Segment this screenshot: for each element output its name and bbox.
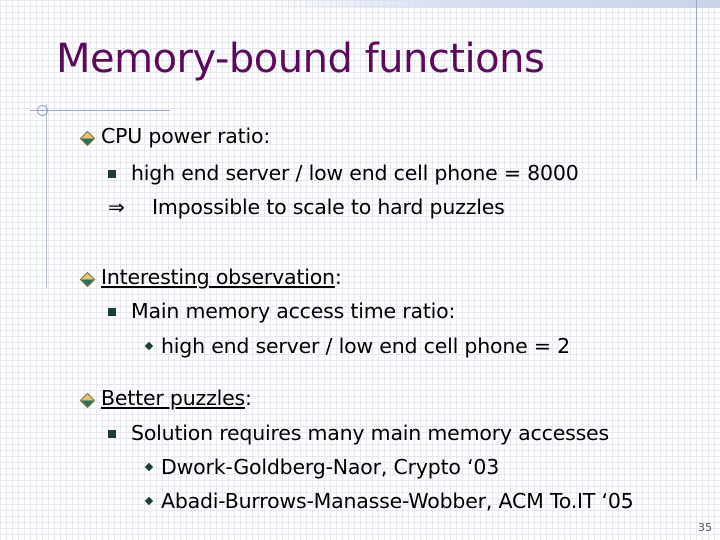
reference-abadi: Abadi-Burrows-Manasse-Wobber, ACM To.IT … (144, 488, 634, 514)
square-bullet-icon (108, 170, 116, 178)
sub-bullet-text: Main memory access time ratio: (131, 299, 456, 323)
reference-text: Dwork-Goldberg-Naor, Crypto ‘03 (161, 455, 500, 479)
right-vertical-rule (696, 0, 697, 180)
bullet-label-suffix: : (334, 265, 342, 289)
bullet-label: CPU power ratio: (101, 124, 271, 148)
bullet-better-puzzles: Better puzzles: (79, 385, 252, 411)
diamond-bullet-icon (79, 130, 96, 147)
small-diamond-bullet-icon (144, 341, 154, 351)
sub-bullet-solution: Solution requires many main memory acces… (108, 420, 609, 446)
diamond-bullet-icon (79, 271, 96, 288)
bullet-interesting-observation: Interesting observation: (79, 264, 342, 290)
square-bullet-icon (108, 308, 116, 316)
reference-text: Abadi-Burrows-Manasse-Wobber, ACM To.IT … (161, 489, 634, 513)
small-diamond-bullet-icon (144, 496, 154, 506)
sub-bullet-cpu-ratio-value: high end server / low end cell phone = 8… (108, 160, 579, 186)
reference-dwork: Dwork-Goldberg-Naor, Crypto ‘03 (144, 454, 500, 480)
diamond-bullet-icon (79, 392, 96, 409)
square-bullet-icon (108, 430, 116, 438)
sub-bullet-text: Solution requires many main memory acces… (131, 421, 609, 445)
bullet-cpu-power-ratio: CPU power ratio: (79, 123, 271, 149)
top-gradient-decoration (262, 0, 720, 8)
implication-text: Impossible to scale to hard puzzles (152, 195, 505, 219)
bullet-label: Interesting observation (101, 265, 335, 289)
implies-arrow-icon: ⇒ (108, 195, 125, 219)
bullet-label: Better puzzles (101, 386, 246, 410)
sub-bullet-text: high end server / low end cell phone = 8… (131, 161, 579, 185)
slide-title: Memory-bound functions (56, 36, 545, 82)
subsub-bullet-memory-ratio-value: high end server / low end cell phone = 2 (144, 333, 571, 359)
sub-bullet-memory-ratio: Main memory access time ratio: (108, 298, 455, 324)
title-underline-rule (30, 110, 170, 111)
page-number: 35 (698, 521, 712, 534)
small-diamond-bullet-icon (144, 462, 154, 472)
bullet-label-suffix: : (245, 386, 252, 410)
subsub-bullet-text: high end server / low end cell phone = 2 (161, 334, 571, 358)
implication-line: ⇒ Impossible to scale to hard puzzles (108, 194, 505, 220)
left-vertical-rule (46, 104, 47, 288)
rule-circle-decoration (37, 105, 48, 116)
